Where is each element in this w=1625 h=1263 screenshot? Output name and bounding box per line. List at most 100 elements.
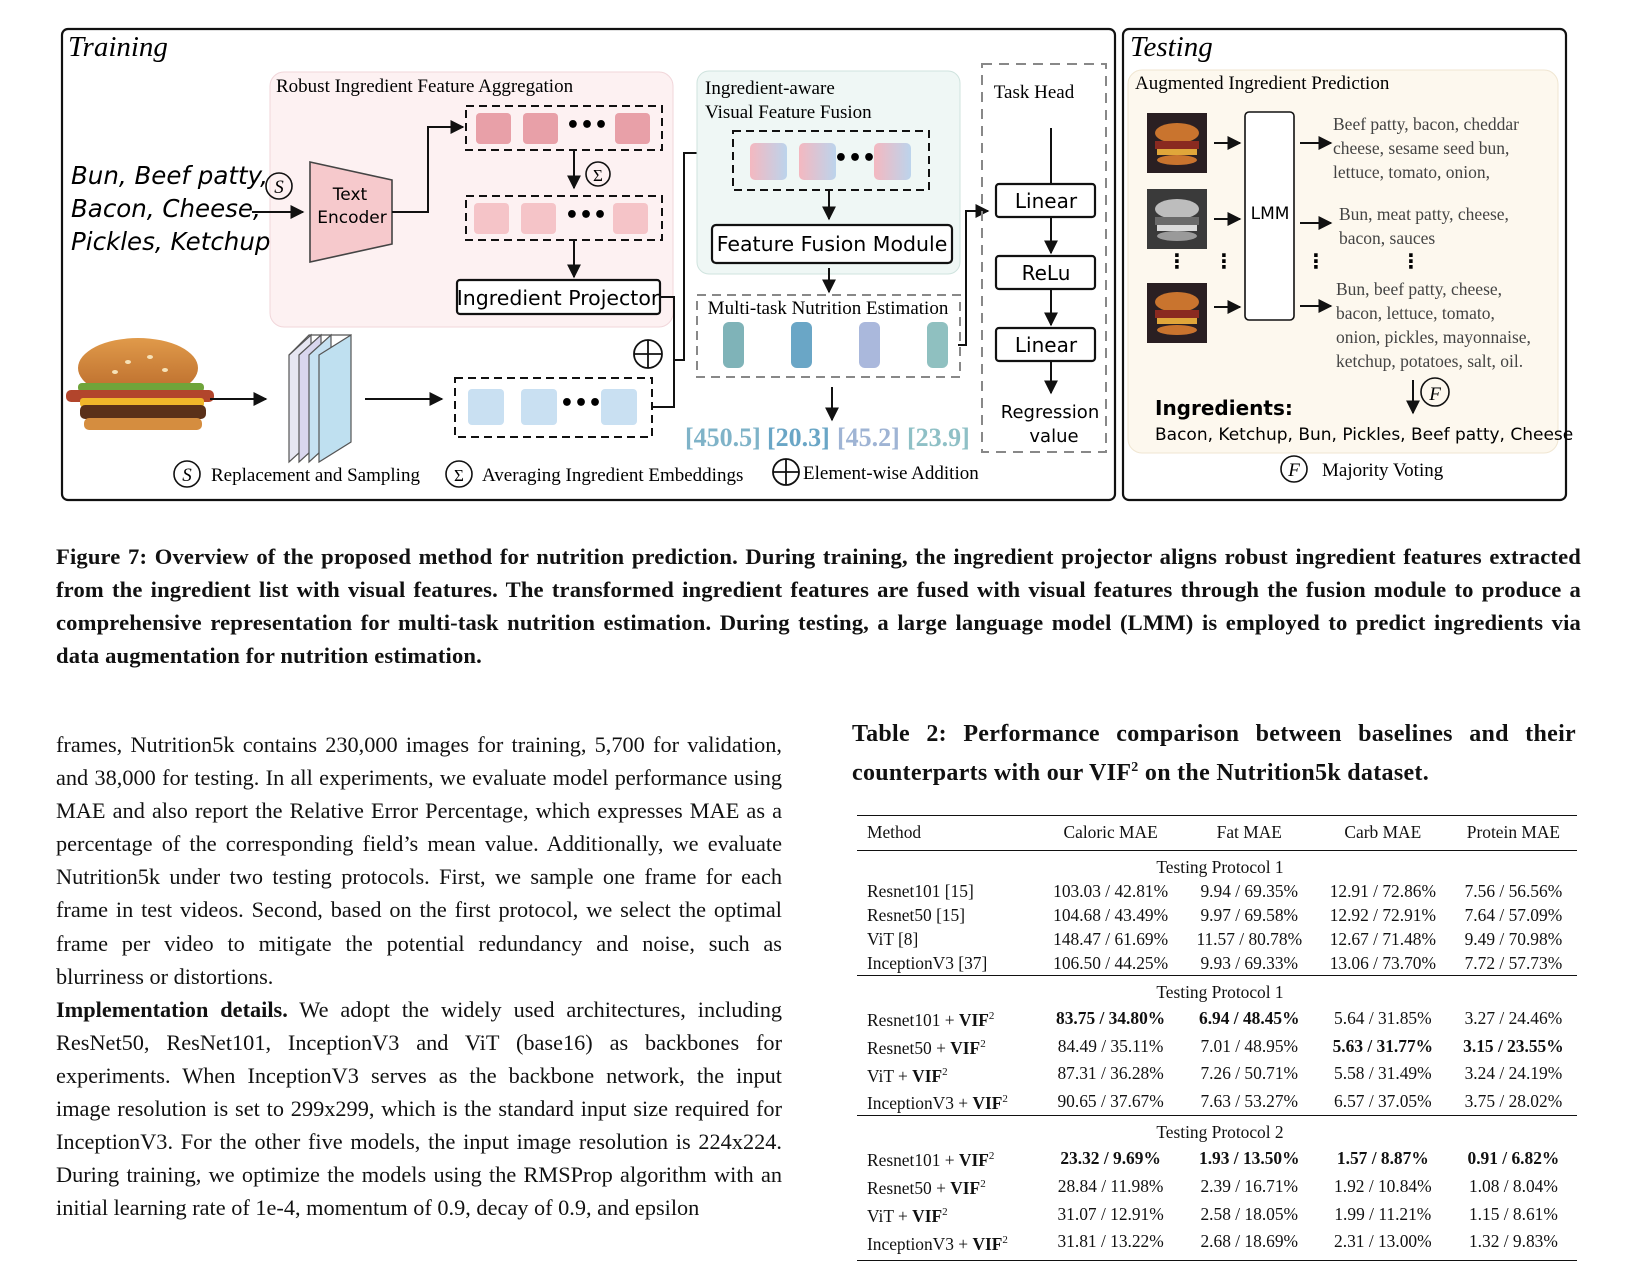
value-cell: 12.67 / 71.48% [1329,929,1436,949]
value-cell: 1.32 / 9.83% [1449,1227,1577,1262]
svg-text:F: F [1287,460,1300,481]
value-cell: 84.49 / 35.11% [1057,1035,1164,1056]
value-cell: 1.92 / 10.84% [1334,1175,1432,1196]
training-panel [60,27,1117,502]
burger-thumbnail-1 [1147,113,1207,173]
method-cell: Resnet50 + VIF2 [867,1037,986,1058]
svg-text:S: S [182,465,192,486]
text-encoder-block [309,161,393,263]
svg-text:•••: ••• [565,203,607,228]
header-protein-mae: Protein MAE [1449,815,1577,851]
burger-thumbnail-3 [1147,283,1207,343]
method-cell: ViT [8] [867,929,919,949]
output-carb: [45.2] [837,423,900,452]
testing-label: Testing [1130,31,1213,63]
body-paragraph-2: Implementation details. We adopt the wid… [56,993,782,1225]
svg-text:Bun, meat patty, cheese,: Bun, meat patty, cheese, [1339,204,1509,224]
legend-replacement-sampling: Replacement and Sampling [211,465,420,486]
body-text-column: frames, Nutrition5k contains 230,000 ima… [56,728,782,1263]
svg-text:F: F [1428,384,1441,405]
implementation-heading: Implementation details. [56,996,288,1022]
value-cell: 31.07 / 12.91% [1057,1203,1164,1224]
ingredients-label: Ingredients: [1155,396,1293,420]
linear-layer-1 [994,182,1097,219]
ingredient-token-row-1 [465,105,663,151]
header-method: Method [857,815,1039,851]
value-cell: 1.08 / 8.04% [1468,1175,1558,1196]
regression-value-2: value [1029,426,1078,447]
ingredients-value: Bacon, Ketchup, Bun, Pickles, Beef patty… [1155,425,1573,445]
value-cell: 1.93 / 13.50% [1199,1148,1300,1169]
svg-text:bacon, lettuce, tomato,: bacon, lettuce, tomato, [1336,303,1495,323]
results-table: Method Caloric MAE Fat MAE Carb MAE Prot… [857,815,1577,1262]
augmented-prediction-region [1127,69,1559,454]
table-caption: Table 2: Performance comparison between … [852,721,1576,786]
replacement-sampling-symbol [265,172,293,200]
value-cell: 2.58 / 18.05% [1200,1203,1299,1224]
burger-image [66,338,214,430]
table-row: Resnet50 + VIF2 28.84 / 11.98% 2.39 / 16.7… [857,1172,1577,1200]
training-label: Training [68,31,168,63]
table-row: ViT [8]148.47 / 61.69%11.57 / 80.78%12.6… [857,927,1577,951]
linear-layer-2 [994,326,1097,363]
table-row: Resnet101 + VIF2 23.32 / 9.69% 1.93 / 13.5… [857,1144,1577,1172]
svg-text:Linear: Linear [1015,333,1078,357]
value-cell: 3.75 / 28.02% [1464,1091,1563,1112]
svg-text:S: S [274,177,284,198]
value-cell: 12.91 / 72.86% [1329,881,1436,901]
svg-text:⋮: ⋮ [1306,249,1326,273]
method-cell: Resnet101 + VIF2 [867,1149,995,1170]
value-cell: 1.15 / 8.61% [1468,1203,1558,1224]
body-paragraph-1: frames, Nutrition5k contains 230,000 ima… [56,732,782,989]
method-cell: InceptionV3 + VIF2 [857,1227,1039,1262]
regression-value-1: Regression [1001,402,1099,423]
value-cell: 6.57 / 37.05% [1334,1091,1432,1112]
method-cell: Resnet50 + VIF2 [867,1177,986,1198]
mtne-title: Multi-task Nutrition Estimation [708,298,949,319]
table-row: InceptionV3 [37]106.50 / 44.25%9.93 / 69… [857,951,1577,976]
value-cell: 31.81 / 13.22% [1038,1227,1183,1262]
value-cell: 104.68 / 43.49% [1053,905,1169,925]
value-cell: 3.24 / 24.19% [1464,1063,1563,1084]
table-header-row: Method Caloric MAE Fat MAE Carb MAE Prot… [857,815,1577,851]
value-cell: 90.65 / 37.67% [1057,1091,1164,1112]
mtne-region [696,294,961,378]
ivff-title-1: Ingredient-aware [705,78,835,99]
header-fat-mae: Fat MAE [1182,815,1316,851]
value-cell: 9.94 / 69.35% [1200,881,1299,901]
table-row: Resnet50 [15]104.68 / 43.49%9.97 / 69.58… [857,903,1577,927]
value-cell: 2.39 / 16.71% [1200,1175,1299,1196]
protocol-row: Testing Protocol 2 [857,1115,1577,1145]
protocol-label: Testing Protocol 1 [1156,857,1284,877]
value-cell: 23.32 / 9.69% [1060,1148,1161,1169]
value-cell: 7.26 / 50.71% [1200,1063,1299,1084]
value-cell: 7.56 / 56.56% [1464,881,1563,901]
lmm-block [1244,111,1295,321]
value-cell: 1.99 / 11.21% [1334,1203,1432,1224]
figure-caption-text: Overview of the proposed method for nutr… [56,544,1581,668]
value-cell: 5.63 / 31.77% [1332,1035,1434,1056]
implementation-text: We adopt the widely used architectures, … [56,996,782,1221]
value-cell: 28.84 / 11.98% [1057,1175,1164,1196]
svg-text:ReLu: ReLu [1022,261,1071,285]
value-cell: 6.94 / 48.45% [1199,1007,1300,1028]
ingredient-list-line-2: Bacon, Cheese, [71,194,261,223]
value-cell: 1.57 / 8.87% [1336,1148,1429,1169]
value-cell: 7.72 / 57.73% [1464,953,1563,973]
svg-text:Σ: Σ [593,166,603,185]
method-overview-figure: Training Testing Robust Ingredient Featu… [60,27,1573,502]
value-cell: 9.97 / 69.58% [1200,905,1299,925]
method-cell: InceptionV3 + VIF2 [867,1093,1008,1114]
legend-element-wise-addition: Element-wise Addition [803,463,979,484]
value-cell: 7.64 / 57.09% [1464,905,1563,925]
prediction-2: Bun, meat patty, cheese, bacon, sauces [1339,204,1509,248]
value-cell: 87.31 / 36.28% [1057,1063,1164,1084]
nutrition-outputs: [450.5] [20.3] [45.2] [23.9] [685,423,970,452]
legend-majority-voting: Majority Voting [1322,460,1444,481]
